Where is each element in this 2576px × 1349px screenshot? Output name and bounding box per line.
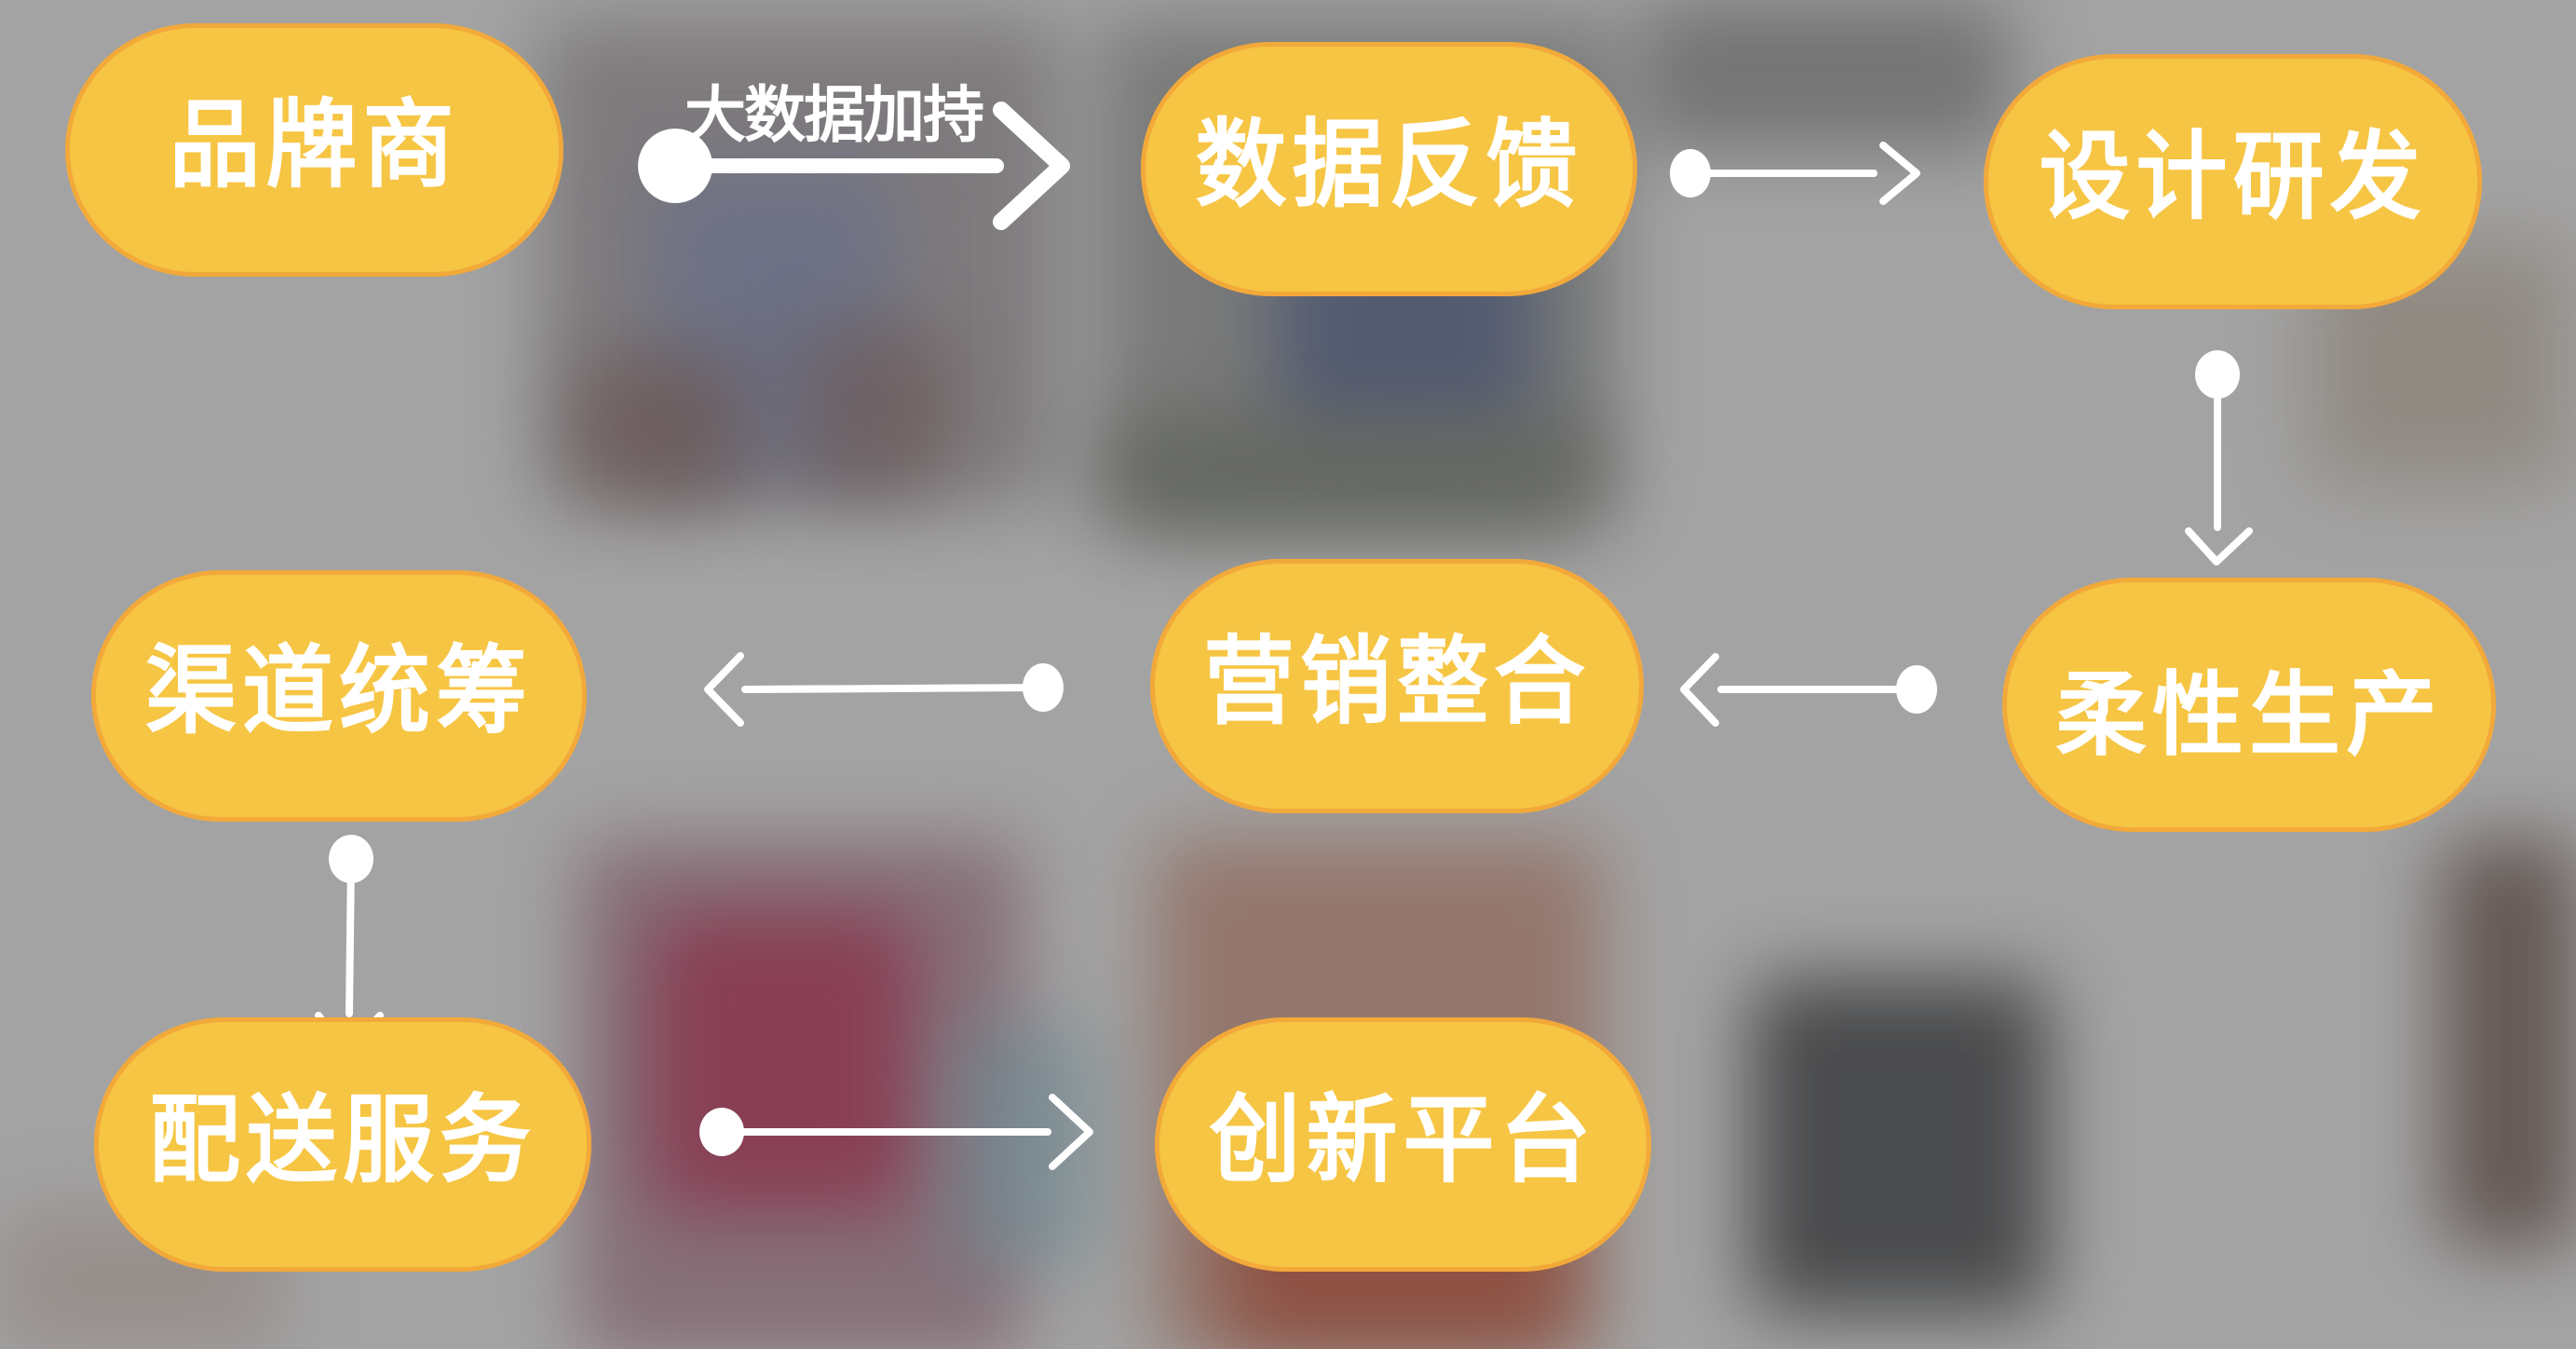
edge-label-big-data-support: 大数据加持 [685,79,984,151]
node-channel-coordination[interactable]: 渠道统筹 [91,570,587,822]
node-brand[interactable]: 品牌商 [65,23,563,277]
node-label: 品牌商 [169,89,460,202]
node-label: 数据反馈 [1195,109,1583,221]
node-flexible-production[interactable]: 柔性生产 [2002,578,2496,832]
node-design-rd[interactable]: 设计研发 [1984,54,2482,309]
node-data-feedback[interactable]: 数据反馈 [1141,42,1637,296]
node-marketing-integration[interactable]: 营销整合 [1150,559,1644,813]
node-label: 创新平台 [1209,1084,1597,1196]
node-label: 渠道统筹 [144,635,533,748]
node-label: 营销整合 [1202,626,1591,738]
node-label: 设计研发 [2039,121,2427,234]
node-innovation-platform[interactable]: 创新平台 [1155,1017,1651,1272]
node-label: 配送服务 [148,1084,536,1196]
node-delivery-service[interactable]: 配送服务 [94,1017,591,1272]
node-label: 柔性生产 [2054,661,2443,769]
